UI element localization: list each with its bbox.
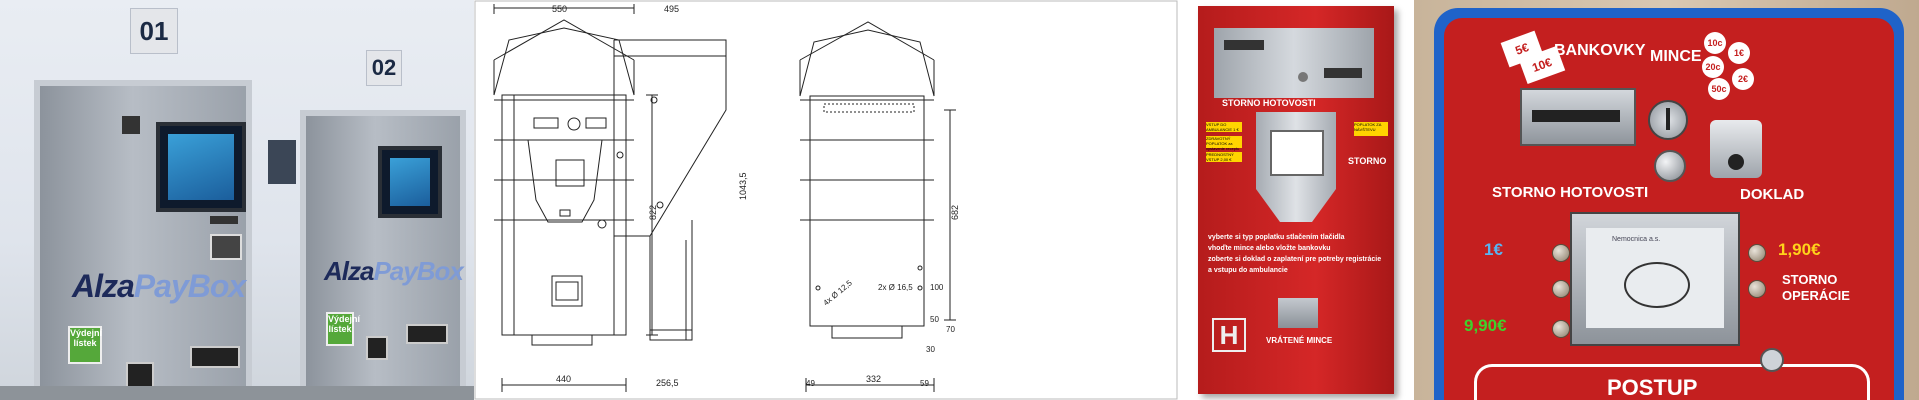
price-1e: 1€ [1484,240,1503,259]
coin-slot[interactable] [1648,100,1688,140]
center-steel-panel [1256,112,1336,222]
screen-title: Nemocnica a.s. [1612,236,1661,243]
technical-drawing: 550 822 440 495 1043,5 256,5 682 4x Ø 12… [474,0,1178,400]
select-990-button[interactable] [1552,320,1570,338]
storno-label: STORNO [1348,156,1387,166]
dim-b1: 49 [806,379,815,388]
kiosk-display: Nemocnica a.s. [1586,228,1724,328]
drawing-border [474,0,1178,400]
receipt-printer [1710,120,1762,178]
red-kiosk-render: STORNO HOTOVOSTI VSTUP DO AMBULANCIE 1 €… [1178,0,1414,400]
coin-return-tray [1278,298,1318,328]
dim-side-top: 495 [664,4,679,14]
coin-2e-icon: 2€ [1732,68,1754,90]
doklad-label: DOKLAD [1740,186,1805,203]
return-label: VRÁTENÉ MINCE [1266,336,1333,345]
back-view [799,21,956,392]
ticket-tag-2: Výdejní lístek [326,312,360,346]
kiosk-number-01: 01 [130,8,178,54]
key-lock-icon [1760,348,1784,372]
red-faceplate: 5€ 10€ BANKOVKY MINCE 10c 1€ 20c 50c 2€ [1444,18,1894,400]
brand-logo-1: AlzaPayBox [72,268,246,304]
dim-hole-1: 4x Ø 12,5 [822,278,855,308]
storno-operation-button[interactable] [1748,280,1766,298]
bankovky-label: BANKOVKY [1554,42,1646,59]
note-slot-1 [190,346,240,368]
select-mid-left-button[interactable] [1552,280,1570,298]
postup-label: POSTUP [1607,375,1698,400]
dim-side-bottom: 256,5 [656,378,679,388]
note-3: PREDNOSTNÝ VSTUP 2,00 € [1206,152,1242,162]
card-slot [210,216,238,224]
postup-box: POSTUP [1474,364,1870,400]
ticket-tag-1: Výdejní lístek [68,326,102,364]
dim-front-height: 822 [648,205,658,220]
right-note: POPLATOK ZA NÁVŠTEVU [1354,122,1388,136]
dim-front-bottom: 440 [556,374,571,384]
storno-hotovosti-label: STORNO HOTOVOSTI [1492,184,1649,201]
note-slot-2 [406,324,448,344]
screen-bezel: Nemocnica a.s. [1570,212,1740,346]
coin-tray-2 [366,336,388,360]
receipt-slot [210,234,242,260]
alza-paybox-photo: 01 02 AlzaPayBox Výdejní lístek AlzaPayB… [0,0,474,400]
price-990: 9,90€ [1464,316,1507,335]
note-1: VSTUP DO AMBULANCIE 1 € [1206,122,1242,132]
kiosk-1: AlzaPayBox Výdejní lístek [34,80,252,400]
dim-b3: 59 [920,379,929,388]
select-190-button[interactable] [1748,244,1766,262]
dim-front-top: 550 [552,4,567,14]
step-1: vyberte si typ poplatku stlačením tlačid… [1208,234,1345,241]
blue-frame: 5€ 10€ BANKOVKY MINCE 10c 1€ 20c 50c 2€ [1434,8,1904,400]
coin-50c-icon: 50c [1708,78,1730,100]
brand-logo-2: AlzaPayBox [324,256,464,286]
floor-ledge [0,386,474,400]
dim-side-height: 1043,5 [738,172,748,200]
coin-1e-icon: 1€ [1728,42,1750,64]
storno-cash-button[interactable] [1654,150,1686,182]
kiosk-1-screen [156,122,246,212]
step-2: vhoďte mince alebo vložte bankovku [1208,245,1331,252]
select-1e-button[interactable] [1552,244,1570,262]
top-steel-panel [1214,28,1374,98]
side-view [613,39,727,341]
step-3: zoberte si doklad o zaplatení pre potreb… [1208,256,1382,274]
storno-hotovosti-label: STORNO HOTOVOSTI [1222,98,1316,108]
steps-list: vyberte si typ poplatku stlačením tlačid… [1208,232,1384,276]
note-slot [1224,40,1264,50]
hestia-logo: H [1212,318,1246,352]
dim-d2: 50 [930,315,939,324]
kiosk-2: AlzaPayBox Výdejní lístek [300,110,466,400]
dim-d3: 70 [946,325,955,334]
banknote-slot[interactable] [1520,88,1636,146]
dim-b2: 332 [866,374,881,384]
dim-back-height: 682 [950,205,960,220]
coin-10c-icon: 10c [1704,32,1726,54]
dim-d1: 100 [930,283,944,292]
smiley-icon [1624,262,1690,308]
receipt-slot [1324,68,1362,78]
coin-20c-icon: 20c [1702,56,1724,78]
payment-kiosk-closeup: 5€ 10€ BANKOVKY MINCE 10c 1€ 20c 50c 2€ [1414,0,1919,400]
camera-icon [122,116,140,134]
note-2: ZDRAVOTNÝ POPLATOK za vystavenie receptu… [1206,136,1242,156]
kiosk-body: STORNO HOTOVOSTI VSTUP DO AMBULANCIE 1 €… [1198,6,1394,394]
coin-insert-icon [1298,72,1308,82]
display-screen [1270,130,1324,176]
dim-hole-2: 2x Ø 16,5 [878,283,913,292]
storno-operacie-label: STORNO OPERÁCIE [1782,272,1850,303]
drawing-svg: 550 822 440 495 1043,5 256,5 682 4x Ø 12… [474,0,1178,400]
front-view [493,4,658,392]
info-panel [268,140,296,184]
price-190: 1,90€ [1778,240,1821,259]
dim-d4: 30 [926,345,935,354]
mince-label: MINCE [1650,48,1702,65]
kiosk-2-screen [378,146,442,218]
kiosk-number-02: 02 [366,50,402,86]
